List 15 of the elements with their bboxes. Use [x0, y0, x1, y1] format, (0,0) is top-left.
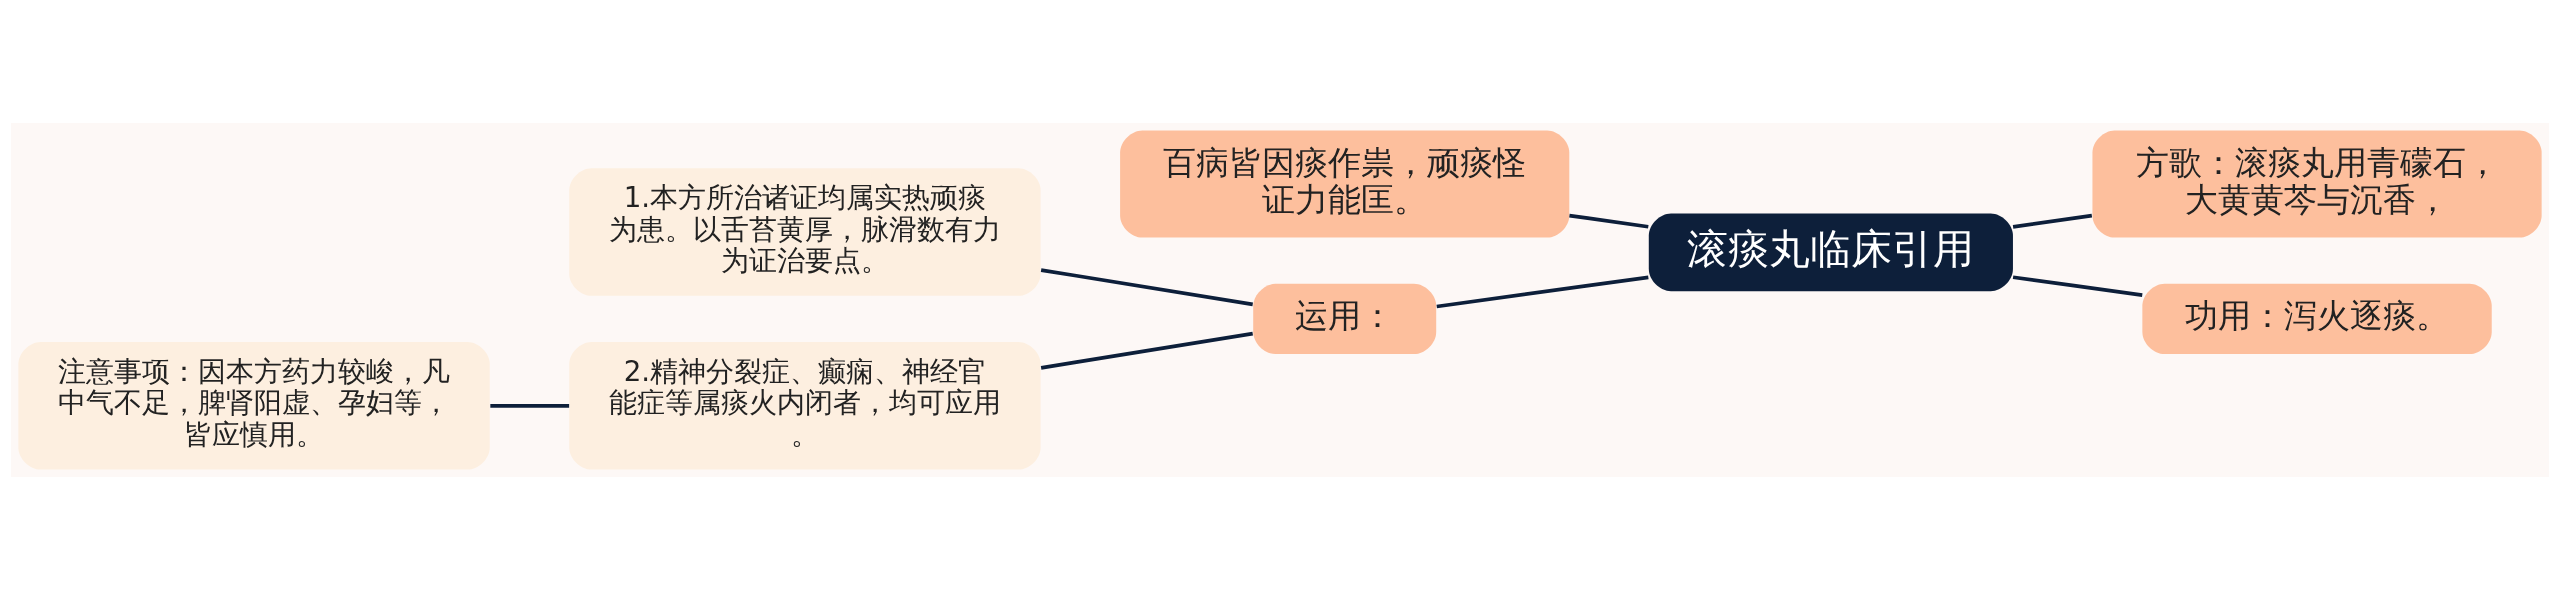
node-box: 1.本方所治诸证均属实热顽痰为患。以舌苔黄厚，脉滑数有力为证治要点。: [569, 167, 1041, 296]
node-box: 百病皆因痰作祟，顽痰怪证力能匡。: [1120, 129, 1570, 238]
node-box: 功用：泻火逐痰。: [2142, 283, 2492, 354]
connector: [490, 403, 570, 408]
connector: [1040, 331, 1253, 370]
connector: [2012, 274, 2143, 297]
connector: [1569, 213, 1649, 229]
node-box: 方歌：滚痰丸用青礞石，大黄黄芩与沉香，: [2092, 129, 2542, 238]
node-box: 滚痰丸临床引用: [1648, 213, 2013, 291]
node-box: 运用：: [1253, 283, 1437, 354]
node-box: 2.精神分裂症、癫痫、神经官能症等属痰火内闭者，均可应用。: [569, 341, 1041, 470]
connector: [1040, 267, 1253, 306]
connector: [1436, 275, 1649, 308]
node-box: 注意事项：因本方药力较峻，凡中气不足，脾肾阳虚、孕妇等，皆应慎用。: [18, 341, 490, 470]
connector: [2012, 213, 2093, 229]
